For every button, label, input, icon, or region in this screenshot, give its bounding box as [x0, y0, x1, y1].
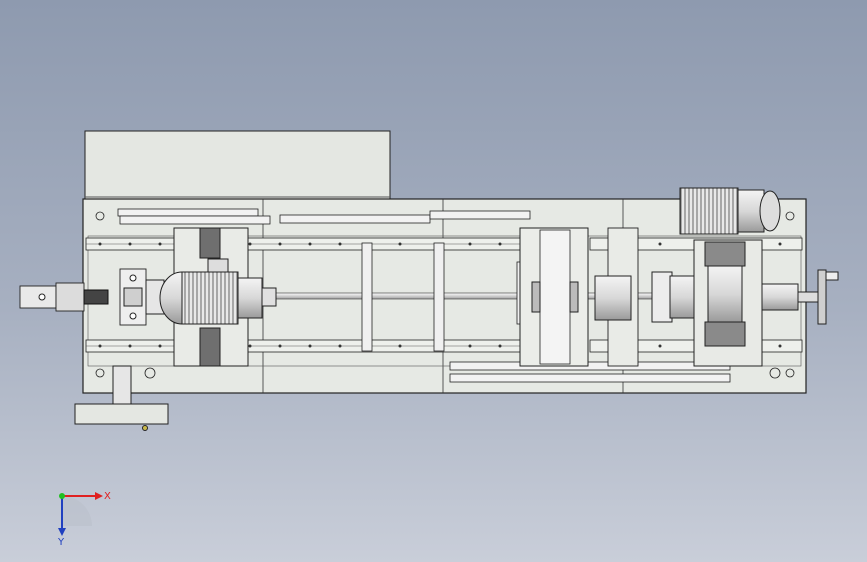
spindle-motor	[159, 258, 277, 325]
handwheel-assembly	[761, 269, 839, 325]
operator-panel	[74, 365, 169, 431]
center-clamp-frame	[519, 227, 589, 367]
mounting-holes	[95, 211, 795, 379]
y-axis-label: Y	[57, 537, 65, 548]
right-carriage	[594, 227, 707, 367]
origin-dot	[59, 493, 65, 499]
feed-motor	[679, 187, 781, 235]
control-cabinet	[84, 130, 391, 200]
axis-triad: X Y	[57, 491, 111, 548]
left-bearing-block	[119, 268, 165, 326]
left-stepper-motor	[19, 282, 109, 312]
gearbox	[693, 239, 763, 367]
x-axis-label: X	[104, 491, 111, 502]
